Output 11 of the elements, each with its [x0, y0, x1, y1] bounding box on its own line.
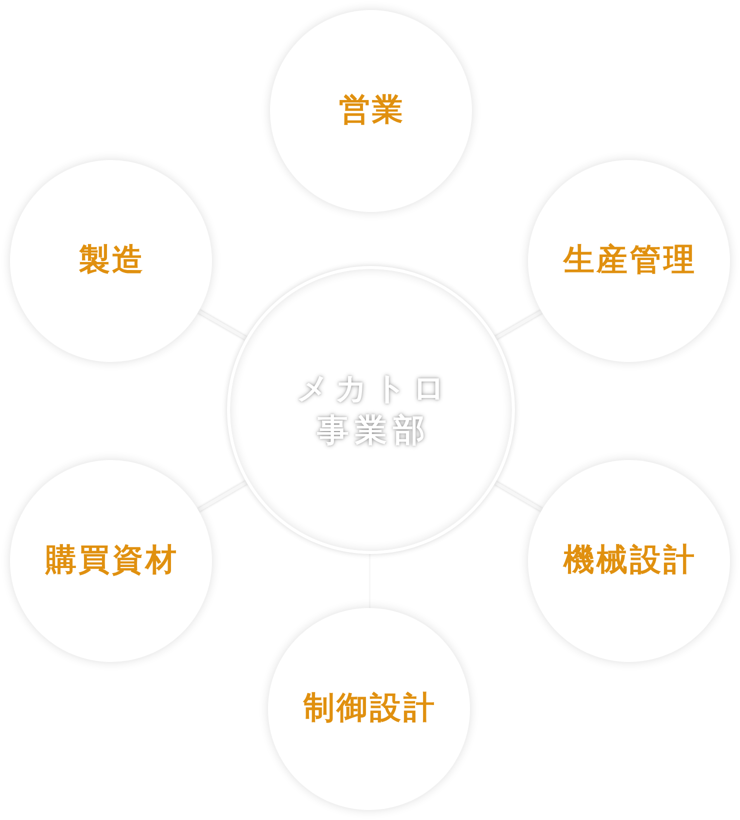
- connector-line: [198, 481, 248, 512]
- department-label: 生産管理: [562, 242, 698, 280]
- connector-line: [494, 310, 542, 340]
- department-label: 営業: [338, 92, 406, 130]
- hub-label: メカトロ事業部: [295, 368, 452, 451]
- department-label: 製造: [78, 242, 146, 280]
- department-label: 機械設計: [562, 542, 698, 580]
- department-label: 制御設計: [302, 690, 438, 728]
- department-label: 購買資材: [44, 542, 180, 580]
- connector-line: [198, 310, 247, 340]
- connector-line: [494, 481, 543, 512]
